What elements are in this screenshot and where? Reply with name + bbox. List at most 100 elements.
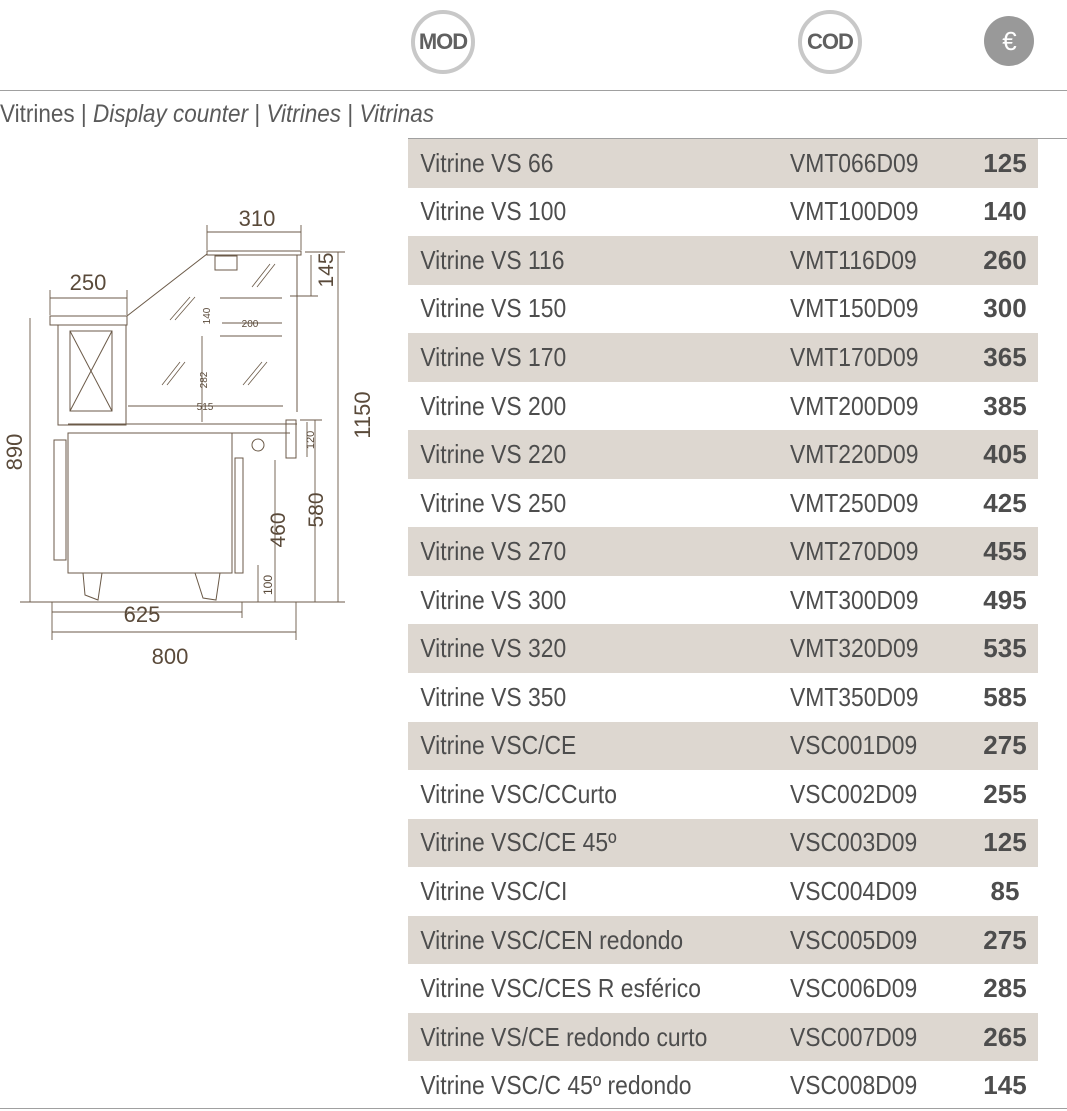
title-fr: Vitrines (0, 100, 75, 128)
model-name: Vitrine VS 350 (420, 681, 567, 712)
table-row: Vitrine VS 300 VMT300D09 495 (408, 576, 1038, 625)
price: 300 (983, 293, 1027, 324)
product-code: VSC006D09 (790, 973, 918, 1004)
mod-label: MOD (418, 29, 468, 54)
cod-icon: COD (798, 10, 862, 74)
slanted-glass (126, 253, 208, 317)
product-code: VMT116D09 (790, 244, 917, 275)
price: 495 (983, 584, 1027, 615)
title-en: Display counter (92, 100, 249, 128)
table-row: Vitrine VS 220 VMT220D09 405 (408, 430, 1038, 479)
product-code: VMT250D09 (790, 487, 919, 518)
left-cabinet (57, 324, 127, 426)
price: 585 (983, 681, 1027, 712)
dim-145: 145 (315, 252, 338, 287)
model-name: Vitrine VS 300 (420, 584, 567, 615)
lower-cabinet (67, 432, 233, 574)
product-code: VMT066D09 (790, 147, 919, 178)
divider (0, 90, 1067, 91)
bulb-icon (251, 438, 265, 452)
price: 535 (983, 633, 1027, 664)
section-title: Vitrines | Display counter | Vitrines | … (0, 100, 434, 129)
sep: | (347, 100, 354, 128)
price: 85 (990, 875, 1020, 906)
dim-625: 625 (124, 602, 161, 627)
model-name: Vitrine VS 170 (420, 341, 567, 372)
model-name: Vitrine VSC/CEN redondo (420, 924, 684, 955)
dim-250: 250 (70, 270, 107, 295)
product-code: VSC002D09 (790, 778, 918, 809)
technical-drawing: 310 250 625 800 890 1150 145 580 460 120… (2, 206, 375, 669)
product-code: VMT150D09 (790, 293, 919, 324)
dim-310: 310 (239, 206, 276, 231)
product-code: VSC008D09 (790, 1070, 918, 1101)
table-row: Vitrine VS 170 VMT170D09 365 (408, 333, 1038, 382)
price: 125 (983, 827, 1027, 858)
dim-1150: 1150 (350, 391, 375, 438)
model-name: Vitrine VSC/CI (420, 875, 568, 906)
model-name: Vitrine VSC/CE (420, 730, 577, 761)
title-pt: Vitrines (266, 100, 342, 128)
price: 405 (983, 439, 1027, 470)
table-row: Vitrine VSC/CES R esférico VSC006D09 285 (408, 964, 1038, 1013)
price: 145 (983, 1070, 1027, 1101)
model-name: Vitrine VS 270 (420, 536, 567, 567)
product-code: VSC007D09 (790, 1021, 918, 1052)
divider (0, 1108, 1067, 1109)
model-name: Vitrine VS 320 (420, 633, 567, 664)
dimension-lines (20, 225, 345, 640)
dim-200: 200 (242, 319, 259, 330)
price: 125 (983, 147, 1027, 178)
sep: | (254, 100, 261, 128)
price: 285 (983, 973, 1027, 1004)
counter-top (49, 315, 128, 326)
dim-890: 890 (2, 434, 27, 471)
dim-282: 282 (199, 371, 210, 388)
price: 255 (983, 778, 1027, 809)
product-code: VMT200D09 (790, 390, 919, 421)
product-code: VMT220D09 (790, 439, 919, 470)
foot (82, 572, 103, 601)
model-name: Vitrine VS 66 (420, 147, 554, 178)
foot (194, 572, 221, 601)
price: 265 (983, 1021, 1027, 1052)
product-code: VSC003D09 (790, 827, 918, 858)
cod-label: COD (807, 29, 854, 54)
sep: | (80, 100, 87, 128)
product-code: VMT170D09 (790, 341, 919, 372)
product-code: VMT300D09 (790, 584, 919, 615)
price: 275 (983, 924, 1027, 955)
dim-580: 580 (305, 492, 328, 527)
glass-hatch (161, 263, 276, 386)
model-name: Vitrine VS 100 (420, 196, 567, 227)
model-name: Vitrine VS 250 (420, 487, 567, 518)
price: 260 (983, 244, 1027, 275)
table-row: Vitrine VSC/CEN redondo VSC005D09 275 (408, 915, 1038, 965)
price: 365 (983, 341, 1027, 372)
model-name: Vitrine VS/CE redondo curto (420, 1021, 708, 1052)
product-code: VSC001D09 (790, 730, 918, 761)
model-name: Vitrine VS 200 (420, 390, 567, 421)
dim-460: 460 (267, 512, 290, 547)
dim-515: 515 (197, 402, 214, 413)
lamp-icon (214, 255, 238, 271)
dim-120: 120 (305, 431, 317, 449)
product-code: VMT100D09 (790, 196, 919, 227)
cabinet-panel (69, 330, 113, 412)
product-code: VSC005D09 (790, 924, 918, 955)
dim-800: 800 (152, 644, 189, 669)
model-name: Vitrine VS 220 (420, 439, 567, 470)
price: 275 (983, 730, 1027, 761)
model-name: Vitrine VSC/CES R esférico (420, 973, 701, 1004)
